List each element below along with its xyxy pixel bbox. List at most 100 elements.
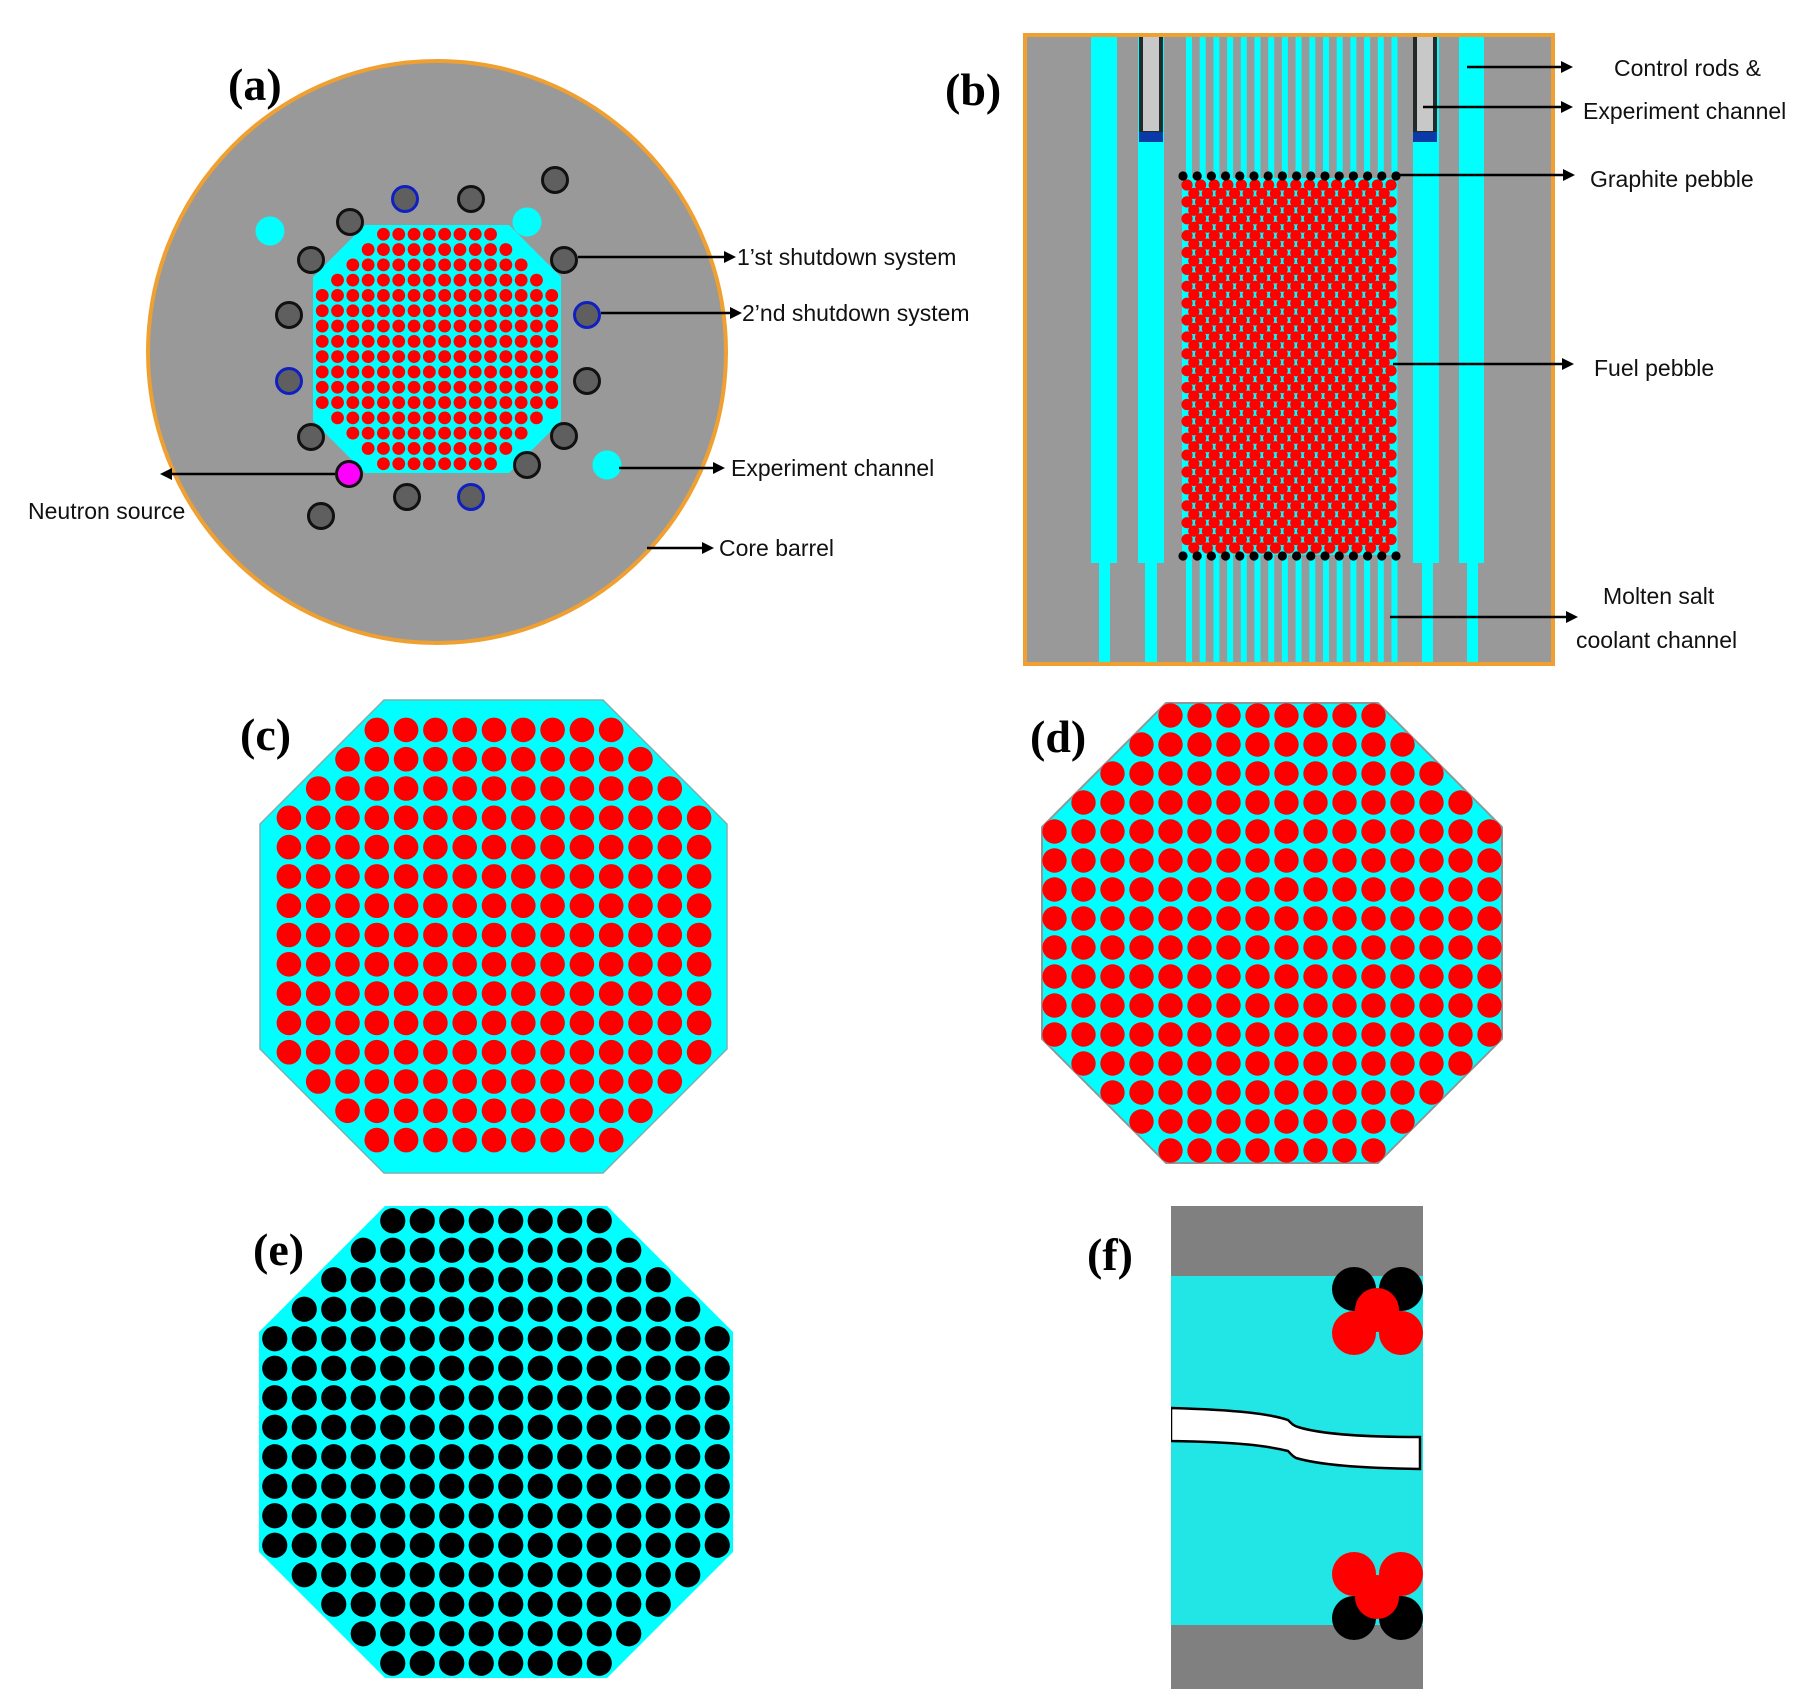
fuel-pebble bbox=[1269, 474, 1281, 487]
fuel-pebble bbox=[1042, 906, 1067, 931]
fuel-pebble bbox=[1208, 230, 1220, 242]
fuel-pebble bbox=[1274, 1080, 1299, 1105]
fuel-pebble bbox=[1358, 230, 1370, 242]
fuel-pebble bbox=[1256, 255, 1268, 267]
fuel-pebble bbox=[1324, 238, 1336, 250]
fuel-pebble bbox=[1324, 457, 1336, 470]
fuel-pebble bbox=[407, 243, 421, 256]
fuel-pebble bbox=[1245, 819, 1270, 844]
fuel-pebble bbox=[1215, 221, 1227, 233]
fuel-pebble bbox=[1290, 196, 1302, 208]
fuel-pebble bbox=[540, 952, 565, 977]
fuel-pebble bbox=[1297, 306, 1309, 318]
fuel-pebble bbox=[1181, 365, 1193, 377]
fuel-pebble bbox=[1215, 474, 1227, 487]
fuel-pebble bbox=[364, 864, 390, 889]
fuel-pebble bbox=[569, 746, 595, 772]
fuel-pebble bbox=[393, 746, 419, 772]
fuel-pebble bbox=[1042, 935, 1067, 960]
fuel-pebble bbox=[1158, 1109, 1183, 1134]
fuel-pebble bbox=[1310, 221, 1322, 233]
fuel-pebble bbox=[346, 258, 360, 272]
fuel-pebble bbox=[1215, 255, 1227, 267]
graphite-pebble bbox=[616, 1414, 642, 1440]
graphite-pebble bbox=[1334, 551, 1344, 561]
graphite-pebble bbox=[409, 1532, 435, 1558]
fuel-pebble bbox=[1222, 314, 1234, 326]
fuel-pebble bbox=[393, 1098, 419, 1124]
fuel-pebble bbox=[1188, 272, 1200, 284]
fuel-pebble bbox=[511, 746, 536, 772]
graphite-pebble bbox=[527, 1591, 553, 1617]
fuel-pebble bbox=[1201, 373, 1213, 385]
fuel-pebble bbox=[1358, 196, 1370, 208]
fuel-pebble bbox=[1290, 230, 1302, 242]
fuel-pebble bbox=[1215, 508, 1227, 520]
graphite-pebble bbox=[586, 1562, 612, 1588]
fuel-pebble bbox=[364, 981, 390, 1006]
fuel-pebble bbox=[315, 289, 329, 302]
fuel-pebble bbox=[1283, 187, 1295, 200]
fuel-pebble bbox=[1361, 790, 1386, 815]
fuel-pebble bbox=[468, 396, 482, 409]
fuel-pebble bbox=[1365, 322, 1377, 335]
fuel-pebble bbox=[1448, 1022, 1473, 1047]
first-shutdown-rod bbox=[393, 483, 421, 511]
fuel-pebble bbox=[1274, 703, 1299, 728]
graphite-pebble bbox=[1306, 551, 1316, 561]
fuel-pebble bbox=[657, 922, 683, 948]
fuel-pebble bbox=[1245, 790, 1270, 815]
fuel-pebble bbox=[1269, 272, 1281, 284]
graphite-pebble bbox=[468, 1237, 494, 1263]
graphite-pebble bbox=[557, 1650, 583, 1676]
fuel-pebble bbox=[1274, 906, 1299, 931]
graphite-pebble bbox=[291, 1385, 317, 1411]
fuel-pebble bbox=[1188, 390, 1200, 402]
fuel-pebble bbox=[1365, 306, 1377, 318]
fuel-pebble bbox=[1269, 525, 1281, 537]
callout-graphite-pebble-label: Graphite pebble bbox=[1590, 166, 1754, 192]
fuel-pebble bbox=[1222, 331, 1234, 343]
fuel-pebble bbox=[452, 746, 478, 772]
fuel-pebble bbox=[1358, 365, 1370, 377]
fuel-pebble bbox=[305, 981, 331, 1006]
fuel-pebble bbox=[1129, 877, 1154, 902]
fuel-pebble bbox=[422, 273, 436, 287]
core-fuel-pebbles bbox=[315, 227, 559, 471]
fuel-pebble bbox=[1358, 331, 1370, 343]
graphite-pebble bbox=[350, 1296, 376, 1322]
fuel-pebble bbox=[569, 805, 595, 831]
fuel-pebble bbox=[1317, 500, 1329, 512]
fuel-pebble bbox=[1332, 1138, 1357, 1163]
fuel-pebbles bbox=[1042, 703, 1502, 1163]
fuel-pebble bbox=[530, 350, 543, 364]
fuel-pebble bbox=[423, 776, 448, 801]
fuel-pebble bbox=[1303, 848, 1328, 873]
fuel-pebble bbox=[335, 1098, 360, 1124]
fuel-pebble bbox=[1378, 542, 1390, 554]
fuel-pebble bbox=[364, 952, 390, 977]
fuel-pebble bbox=[1215, 373, 1227, 385]
fuel-pebble bbox=[1283, 491, 1295, 503]
graphite-pebble bbox=[1277, 171, 1287, 181]
fuel-pebble bbox=[1042, 964, 1067, 989]
fuel-pebble bbox=[423, 1127, 448, 1153]
fuel-pebble bbox=[598, 834, 624, 860]
fuel-pebble bbox=[1378, 339, 1390, 351]
graphite-pebble bbox=[498, 1414, 524, 1440]
fuel-pebble bbox=[1351, 525, 1363, 537]
fuel-pebble bbox=[1215, 238, 1227, 250]
fuel-pebble bbox=[1283, 407, 1295, 419]
control-rod-tip bbox=[1139, 132, 1163, 142]
graphite-pebble bbox=[1221, 551, 1231, 561]
graphite-pebble bbox=[380, 1355, 406, 1381]
graphite-pebble bbox=[704, 1385, 730, 1411]
fuel-pebble bbox=[393, 717, 419, 743]
fuel-pebble bbox=[1448, 848, 1473, 873]
graphite-pebble bbox=[1178, 551, 1188, 561]
graphite-pebble bbox=[468, 1355, 494, 1381]
fuel-pebble bbox=[1208, 466, 1220, 478]
callout-control-rods-line2: Experiment channel bbox=[1583, 98, 1786, 124]
fuel-pebble bbox=[438, 365, 452, 379]
graphite-pebble bbox=[675, 1414, 701, 1440]
